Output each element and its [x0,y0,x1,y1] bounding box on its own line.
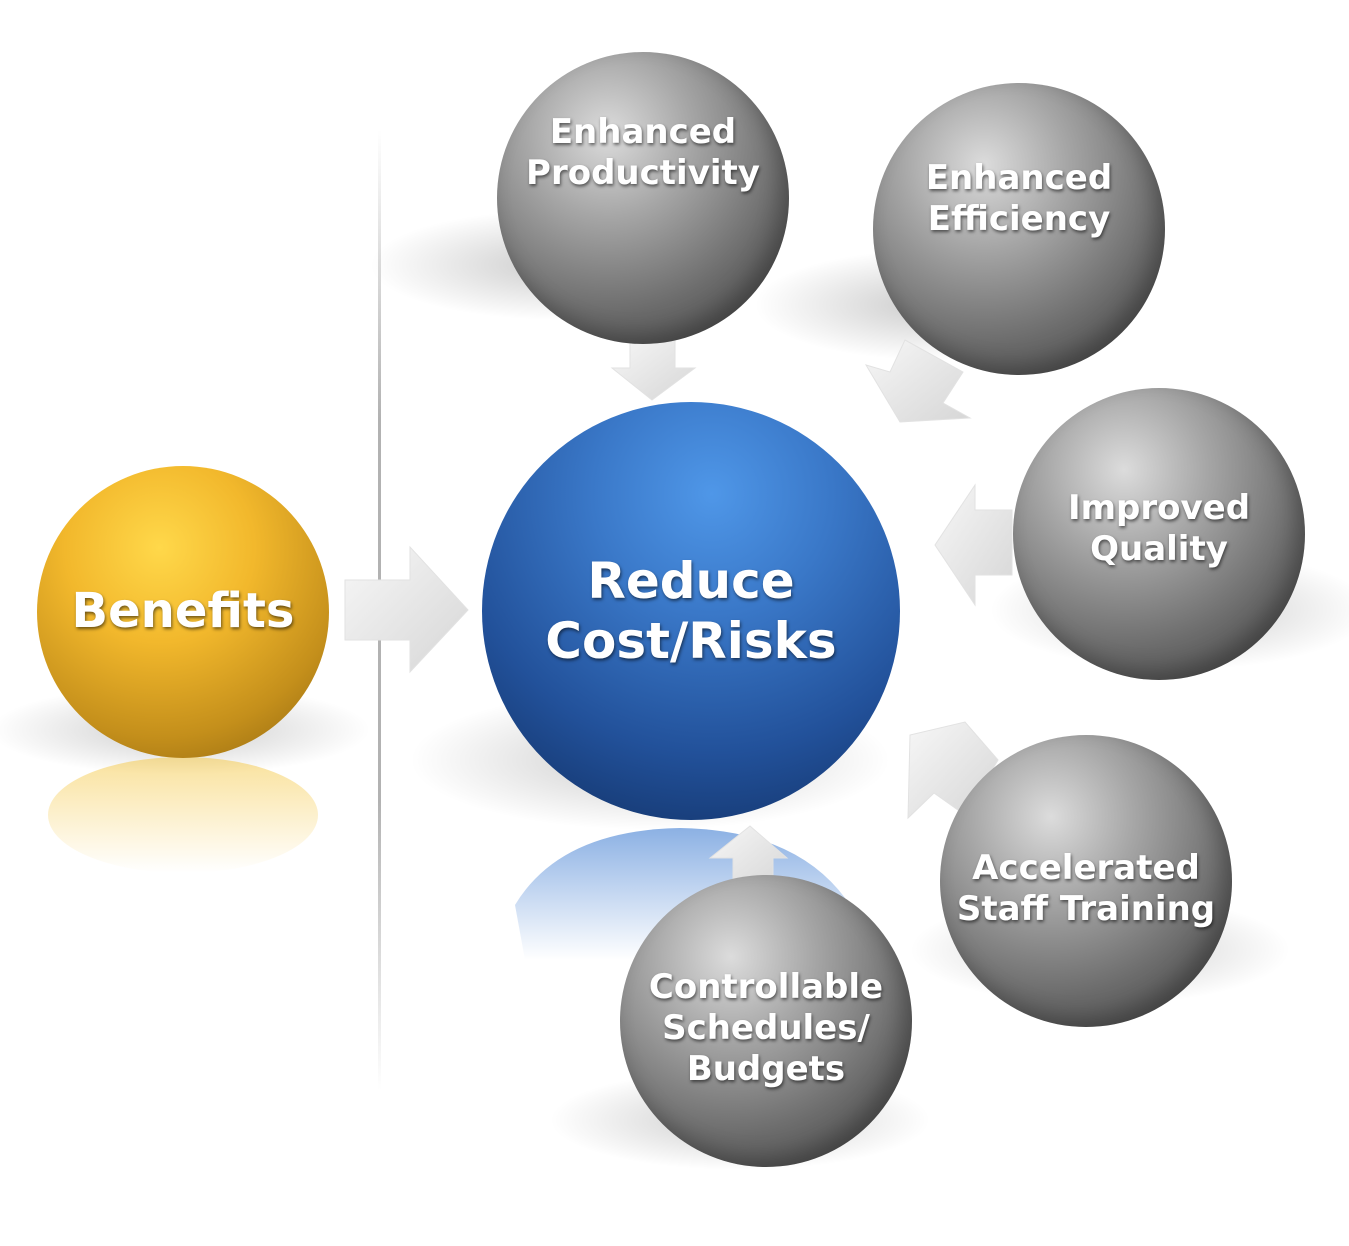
training-label-line2: Staff Training [956,888,1216,929]
arrow-down-icon [610,337,697,401]
quality-label-line2: Quality [1090,529,1228,569]
enhanced-efficiency-sphere: Enhanced Efficiency [873,83,1165,375]
reduce-cost-risks-sphere: Reduce Cost/Risks [482,402,900,820]
arrow-right-icon [344,545,469,674]
efficiency-label-line1: Enhanced [925,158,1113,199]
arrow-down-left-icon [864,339,972,423]
improved-quality-sphere: Improved Quality [1013,388,1305,680]
benefits-sphere: Benefits [37,466,329,758]
enhanced-productivity-sphere: Enhanced Productivity [497,52,789,344]
benefits-reflection [48,757,318,873]
arrow-left-icon [934,483,1013,607]
efficiency-label-line2: Efficiency [927,199,1111,239]
controllable-schedules-budgets-sphere: Controllable Schedules/ Budgets [620,875,912,1167]
training-label-line1: Accelerated [972,847,1200,888]
schedules-label-line1: Controllable [648,967,884,1008]
accelerated-staff-training-sphere: Accelerated Staff Training [940,735,1232,1027]
quality-label-line1: Improved [1067,488,1251,529]
productivity-label-line1: Enhanced [549,112,737,153]
schedules-label-line3: Budgets [686,1048,846,1089]
productivity-label-line2: Productivity [526,153,760,193]
center-label-line2: Cost/Risks [545,612,837,670]
center-label-line1: Reduce [587,552,795,610]
benefits-label: Benefits [71,583,295,640]
schedules-label-line2: Schedules/ [662,1008,870,1049]
